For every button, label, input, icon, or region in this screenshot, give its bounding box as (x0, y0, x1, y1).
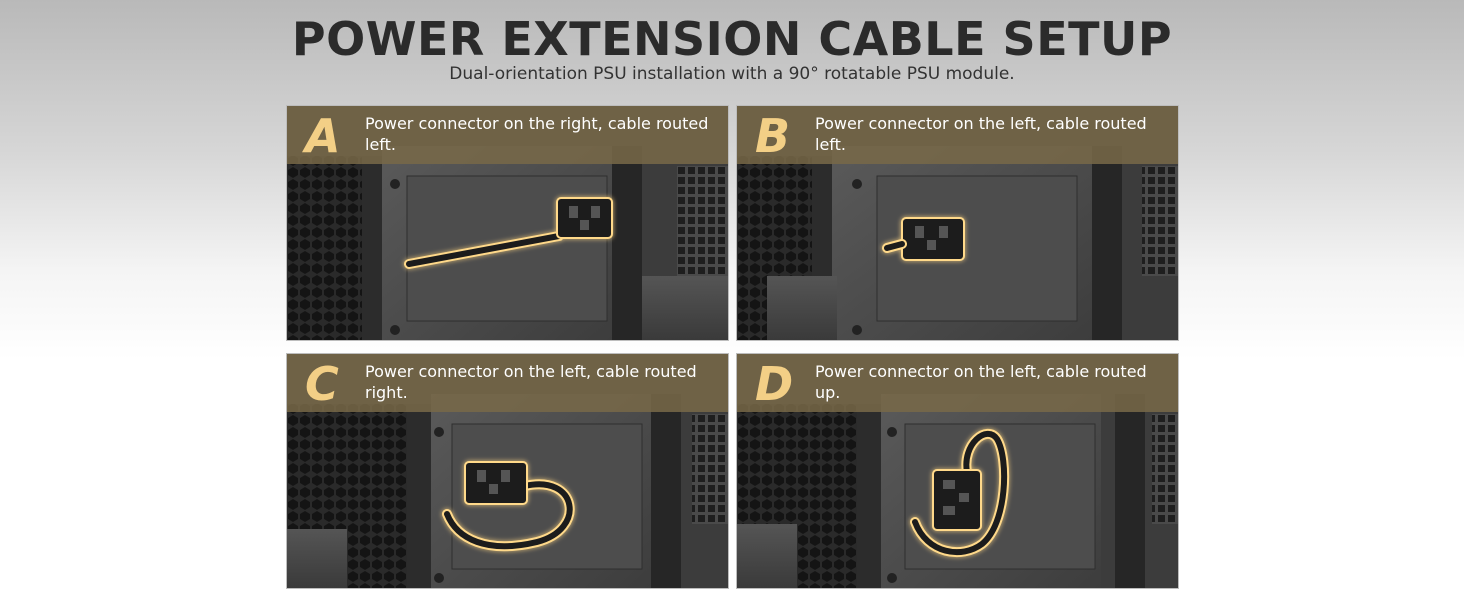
panel-d: D Power connector on the left, cable rou… (737, 354, 1178, 588)
panel-a-caption: Power connector on the right, cable rout… (365, 114, 709, 154)
panel-b-letter: B (755, 109, 791, 163)
cable-d-glow (910, 428, 1010, 557)
panel-c-banner: C Power connector on the left, cable rou… (287, 354, 728, 412)
panel-c-caption: Power connector on the left, cable route… (365, 362, 697, 402)
panel-a-banner: A Power connector on the right, cable ro… (287, 106, 728, 164)
cable-b-glow (882, 217, 965, 261)
panel-a: A Power connector on the right, cable ro… (287, 106, 728, 340)
panel-a-letter: A (305, 109, 341, 163)
page-title: POWER EXTENSION CABLE SETUP (291, 12, 1173, 66)
panel-b-banner: B Power connector on the left, cable rou… (737, 106, 1178, 164)
panel-b: B Power connector on the left, cable rou… (737, 106, 1178, 340)
panel-c: C Power connector on the left, cable rou… (287, 354, 728, 588)
panel-d-banner: D Power connector on the left, cable rou… (737, 354, 1178, 412)
panel-c-letter: C (305, 357, 339, 411)
panel-d-letter: D (755, 357, 794, 411)
cable-c-glow (442, 461, 575, 552)
panel-b-caption: Power connector on the left, cable route… (815, 114, 1147, 154)
page-subtitle: Dual-orientation PSU installation with a… (449, 64, 1015, 84)
panel-d-caption: Power connector on the left, cable route… (815, 362, 1147, 402)
cable-a-glow (404, 197, 613, 269)
